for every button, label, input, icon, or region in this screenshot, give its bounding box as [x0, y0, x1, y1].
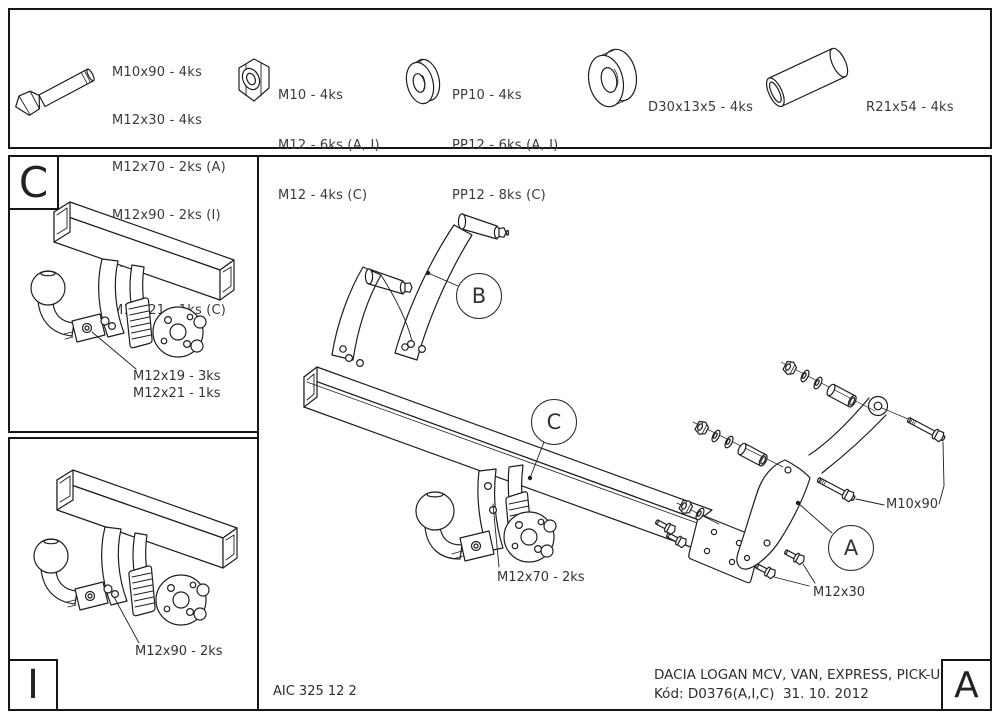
part-line: D30x13x5 - 4ks: [648, 100, 754, 116]
section-letter: C: [18, 158, 49, 207]
towbar-drawing-c: [30, 201, 235, 370]
parts-list-box: [8, 8, 992, 149]
part-line: M12 - 6ks (A, I): [278, 137, 380, 153]
balloon-letter: C: [546, 410, 562, 434]
label-m12x70: M12x70 - 2ks: [497, 570, 585, 585]
washer-size-list: PP10 - 4ks PP12 - 6ks (A, I) PP12 - 8ks …: [452, 55, 558, 238]
section-letter: I: [27, 662, 39, 708]
towbar-drawing-i: [33, 469, 238, 644]
sleeve-tube-icon: [765, 47, 849, 108]
bracket-a: [736, 395, 889, 570]
section-label-i: I: [8, 659, 58, 711]
section-label-c: C: [8, 155, 59, 210]
part-line: PP12 - 6ks (A, I): [452, 137, 559, 153]
fastener-cluster-endplate: [653, 497, 720, 550]
part-line: M10 - 4ks: [278, 88, 344, 104]
section-letter: A: [954, 664, 979, 706]
main-exploded-drawing: [303, 213, 948, 587]
leader-lines: [425, 270, 945, 587]
part-line: M12x90 - 2ks (I): [112, 207, 221, 223]
section-label-a: A: [941, 659, 992, 711]
label-m10x90: M10x90: [886, 497, 938, 512]
panel-i-bolt-label: M12x90 - 2ks: [135, 644, 223, 659]
part-line: M12x70 - 2ks (A): [112, 160, 226, 176]
sleeve-size-list: R21x54 - 4ks: [866, 67, 954, 150]
bracket-b: [331, 213, 510, 368]
main-drawing-box: [257, 155, 992, 711]
label-m12x30: M12x30: [813, 585, 865, 600]
ball-hitch: [415, 464, 557, 563]
hex-bolt-icon: [15, 68, 95, 117]
balloon-c: C: [531, 399, 577, 445]
panel-c-bolt-label-2: M12x21 - 1ks: [133, 386, 221, 401]
balloon-letter: A: [843, 536, 859, 560]
bolt-m10x90-lower: [814, 474, 858, 504]
panel-c-bolt-label-1: M12x19 - 3ks: [133, 369, 221, 384]
nut-size-list: M10 - 4ks M12 - 6ks (A, I) M12 - 4ks (C): [278, 55, 380, 238]
part-line: PP12 - 8ks (C): [452, 187, 546, 203]
bolt-m10x90-upper: [881, 407, 948, 444]
hex-nut-icon: [238, 58, 270, 102]
balloon-letter: B: [471, 284, 487, 308]
part-line: R21x54 - 4ks: [866, 100, 954, 116]
balloon-a: A: [828, 525, 874, 571]
code-and-date: Kód: D0376(A,I,C) 31. 10. 2012: [654, 686, 869, 702]
vehicle-title: DACIA LOGAN MCV, VAN, EXPRESS, PICK-UP: [654, 667, 949, 683]
spacer-size-list: D30x13x5 - 4ks: [648, 67, 753, 150]
mount-plate: [503, 511, 557, 563]
crossbar: [303, 366, 713, 551]
part-line: M12 - 4ks (C): [278, 187, 368, 203]
fastener-stack-upper: [780, 358, 876, 412]
part-line: M12x30 - 4ks: [112, 112, 202, 128]
fastener-stack-middle: [692, 418, 784, 468]
document-number: AIC 325 12 2: [273, 684, 357, 699]
part-line: PP10 - 4ks: [452, 88, 522, 104]
balloon-b: B: [456, 273, 502, 319]
spacer-washer-icon: [587, 48, 638, 108]
part-line: M10x90 - 4ks: [112, 64, 202, 80]
flat-washer-icon: [405, 58, 441, 105]
